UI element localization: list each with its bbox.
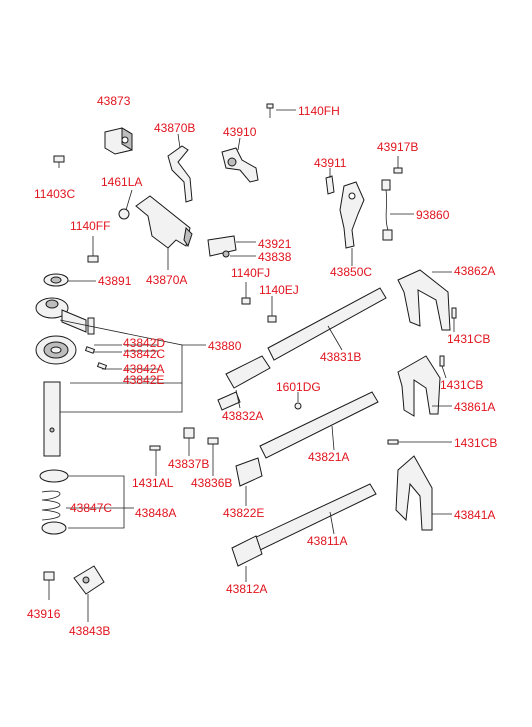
label-43870A: 43870A <box>146 273 188 287</box>
label-1431CB-3: 1431CB <box>454 436 498 450</box>
label-43861A: 43861A <box>454 400 496 414</box>
label-43873: 43873 <box>97 94 131 108</box>
label-43842A: 43842A <box>123 362 165 376</box>
label-1140EJ: 1140EJ <box>259 283 299 297</box>
label-43811A: 43811A <box>307 534 348 548</box>
part-1140FJ <box>241 282 251 305</box>
part-43911 <box>325 168 335 195</box>
label-43917B: 43917B <box>377 140 419 154</box>
label-43842D: 43842D <box>123 336 166 350</box>
label-1431AL: 1431AL <box>132 476 174 490</box>
label-93860: 93860 <box>416 208 450 222</box>
part-43841A <box>395 455 452 531</box>
part-43831B <box>267 287 387 361</box>
part-11403C <box>53 155 65 168</box>
part-1431AL <box>149 445 161 476</box>
label-11403C: 11403C <box>34 187 76 201</box>
label-1461LA: 1461LA <box>101 175 143 189</box>
part-43812A <box>231 535 263 582</box>
label-43831B: 43831B <box>320 350 362 364</box>
part-43848A <box>39 469 134 535</box>
part-43916 <box>43 571 55 600</box>
part-43891 <box>43 273 96 287</box>
label-43812A: 43812A <box>226 582 268 596</box>
label-1140FJ: 1140FJ <box>231 266 271 280</box>
part-43822E <box>235 457 263 506</box>
part-43832A <box>217 355 271 411</box>
part-43870B <box>167 133 193 203</box>
label-43841A: 43841A <box>454 508 496 522</box>
label-43842E: 43842E <box>123 373 165 387</box>
part-1140FH <box>266 103 296 118</box>
label-43850C: 43850C <box>330 265 373 279</box>
label-1431CB-2: 1431CB <box>440 378 484 392</box>
part-43873 <box>104 127 133 155</box>
label-43822E: 43822E <box>223 506 265 520</box>
part-43821A <box>259 391 379 459</box>
part-1461LA <box>118 189 133 220</box>
label-43843B: 43843B <box>69 624 111 638</box>
part-43917B <box>393 156 403 174</box>
part-43921 <box>207 235 256 258</box>
label-43836B: 43836B <box>191 476 233 490</box>
part-43880 <box>35 297 206 457</box>
label-43921: 43921 <box>258 237 292 251</box>
label-1431CB-1: 1431CB <box>447 332 491 346</box>
label-43832A: 43832A <box>222 409 264 423</box>
label-43838: 43838 <box>258 250 292 264</box>
part-43910 <box>221 137 259 183</box>
part-43843B <box>73 565 105 622</box>
part-1140EJ <box>267 296 277 323</box>
label-43862A: 43862A <box>454 264 496 278</box>
label-43821A: 43821A <box>308 450 350 464</box>
label-43848A: 43848A <box>135 506 177 520</box>
label-43870B: 43870B <box>154 121 196 135</box>
label-43891: 43891 <box>98 274 132 288</box>
part-43870A <box>135 195 193 270</box>
part-43837B <box>183 427 195 456</box>
part-43836B <box>207 437 219 476</box>
part-1140FF <box>87 236 99 263</box>
part-93860 <box>381 179 414 241</box>
label-1601DG: 1601DG <box>276 380 321 394</box>
label-43910: 43910 <box>223 125 257 139</box>
label-1140FH: 1140FH <box>298 104 340 118</box>
part-43861A <box>397 355 452 417</box>
label-43837B: 43837B <box>168 457 210 471</box>
part-43850C <box>339 181 365 266</box>
part-43862A <box>397 269 452 331</box>
label-43880: 43880 <box>208 339 242 353</box>
label-1140FF: 1140FF <box>70 219 111 233</box>
label-43916: 43916 <box>27 607 61 621</box>
label-43842C: 43842C <box>123 347 166 361</box>
label-43847C: 43847C <box>70 501 113 515</box>
part-1601DG <box>294 392 302 410</box>
label-43911: 43911 <box>314 156 347 170</box>
part-1431CB <box>387 307 457 445</box>
